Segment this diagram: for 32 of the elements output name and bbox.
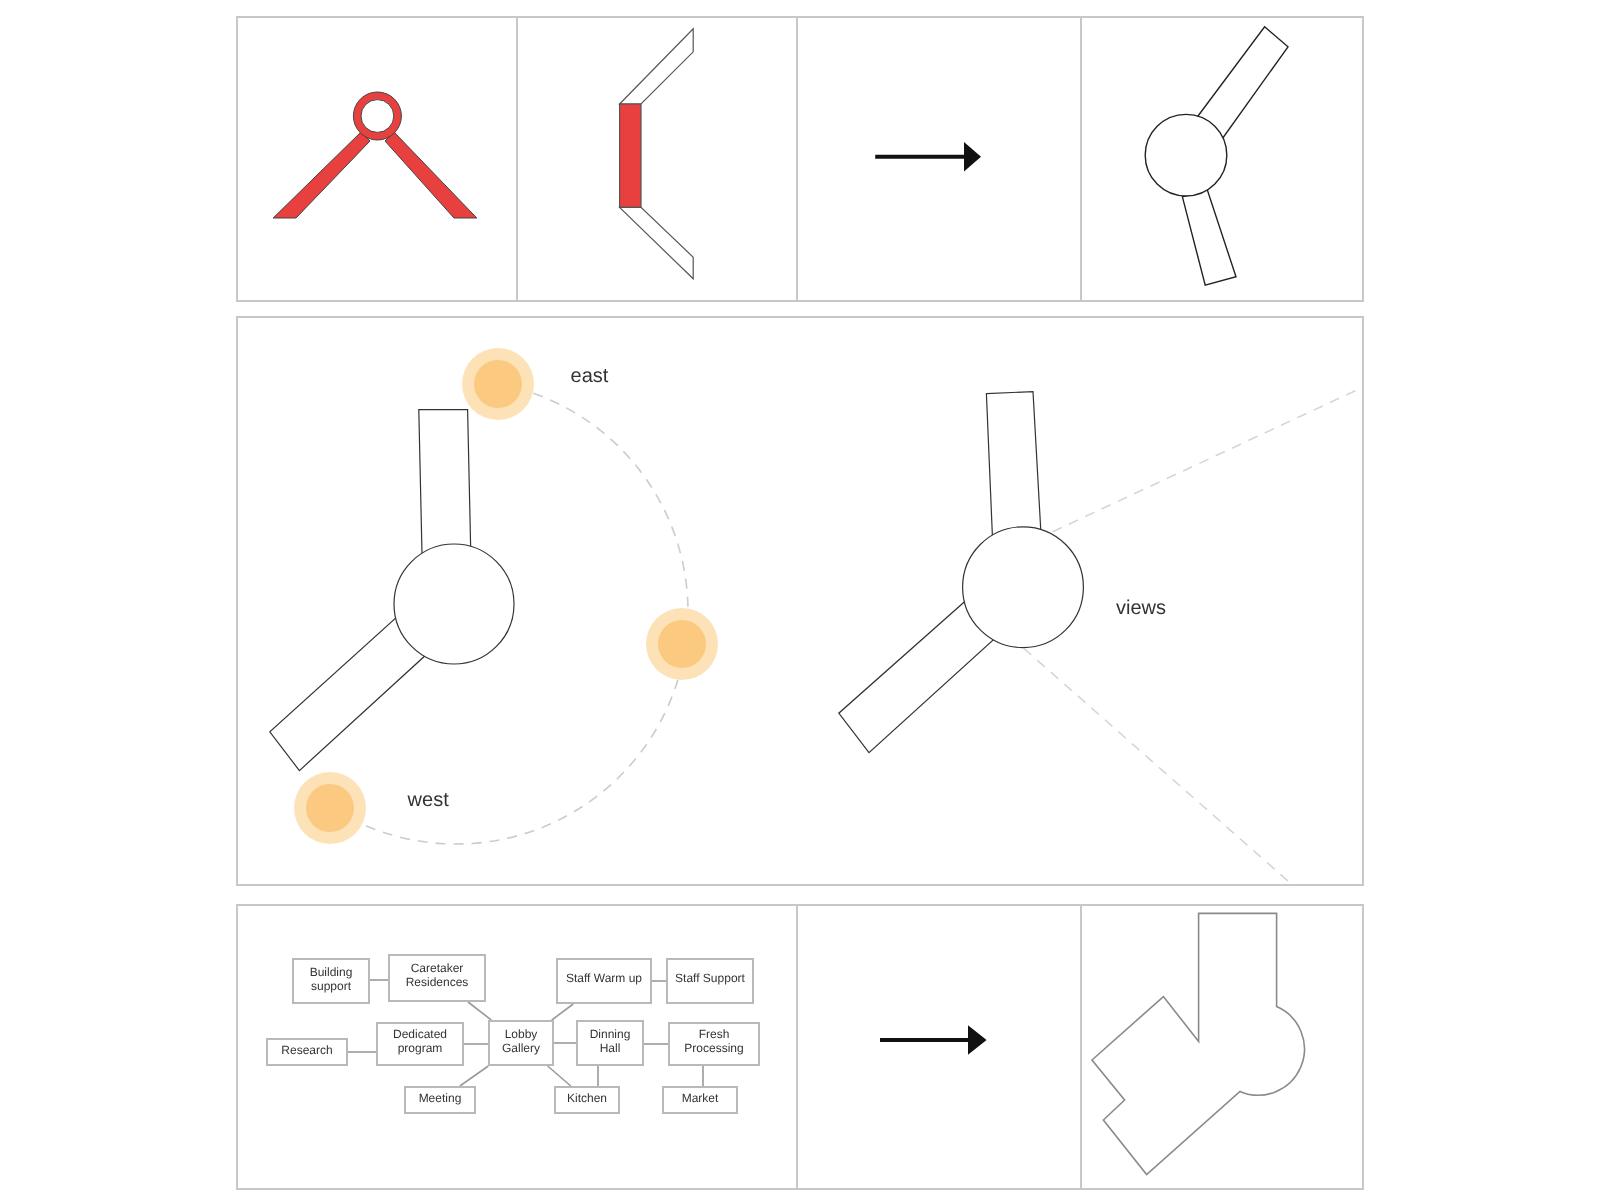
program-box [662, 1086, 738, 1114]
connector-line [347, 1051, 377, 1053]
connector-line [369, 979, 389, 981]
program-box [666, 958, 754, 1004]
connector-line [651, 980, 667, 982]
program-box [556, 958, 652, 1004]
connector-line [643, 1043, 669, 1045]
connector-line [553, 1042, 577, 1044]
annotation-label: views [1116, 600, 1167, 620]
dashed-path-line [361, 678, 679, 845]
marker-label: west [407, 792, 449, 813]
position-marker-icon [646, 608, 718, 680]
program-box [266, 1038, 348, 1066]
connector-line [702, 1065, 704, 1087]
program-box [554, 1086, 620, 1114]
connector-line [551, 1003, 574, 1021]
marker-label: east [570, 368, 609, 389]
connector-line [597, 1065, 599, 1087]
program-box [488, 1020, 554, 1066]
position-marker-icon [293, 772, 366, 845]
connector-line [467, 1001, 493, 1021]
position-marker-icon [462, 348, 535, 421]
program-box [404, 1086, 476, 1114]
connector-line [546, 1065, 572, 1087]
program-box [376, 1022, 464, 1066]
program-box [388, 954, 486, 1002]
connector-line [463, 1043, 489, 1045]
connector-line [459, 1065, 490, 1087]
dashed-path-line [532, 392, 689, 610]
program-box [292, 958, 370, 1004]
program-box [668, 1022, 760, 1066]
program-box [576, 1020, 644, 1066]
